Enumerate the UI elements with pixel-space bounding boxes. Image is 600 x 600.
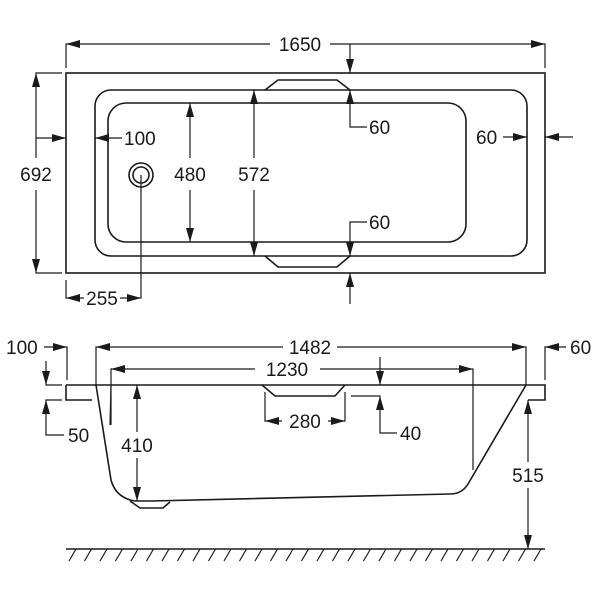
label-overall-width: 692 [20,165,52,186]
label-rim-bottom: 60 [369,213,390,234]
dim-bottom-length: 1230 [110,360,474,470]
dim-depth: 410 [121,385,153,501]
label-waste-offset: 255 [86,289,118,310]
label-rim-top: 60 [369,118,390,139]
label-armrest-width: 280 [289,412,321,433]
label-top-length: 1482 [289,338,331,359]
dim-rim-left: 100 [95,129,156,150]
plan-view: 1650 692 100 480 [20,35,573,310]
plan-basin-outline [107,102,467,243]
label-height: 515 [512,466,544,487]
dim-top-length: 1482 [95,338,527,385]
side-rim-top [66,384,546,401]
label-rim-right: 60 [476,128,497,149]
side-body-bottom [151,384,527,502]
plan-armrest-top [264,79,351,91]
label-inner-width: 480 [174,165,206,186]
dim-rim-right: 60 [476,128,573,149]
dim-rim-top: 60 [346,44,390,139]
side-body-left [95,384,152,502]
dim-rim-bottom: 60 [346,213,390,304]
dim-inner-width: 480 [174,103,206,242]
dim-armrest-width: 280 [264,392,346,433]
dim-lip-left: 50 [42,399,89,447]
dim-waste-offset: 255 [65,175,142,310]
side-armrest [261,384,346,397]
label-overall-length: 1650 [279,35,321,56]
dim-height: 515 [512,400,544,549]
label-rim-left: 100 [124,129,156,150]
label-depth: 410 [121,436,153,457]
dim-overall-length: 1650 [65,35,546,68]
label-outer-width: 572 [238,165,270,186]
side-foot [129,500,171,509]
plan-outer-outline [65,72,546,274]
floor-hatch [66,548,545,562]
plan-rim-outline [94,89,528,257]
label-rim-depth-right: 60 [570,338,591,359]
plan-armrest-bottom [264,255,351,268]
label-lip-left: 50 [68,426,89,447]
side-view: 100 50 1482 60 [6,338,591,562]
dim-rim-thickness-left: 100 [6,338,68,386]
label-armrest-depth: 40 [400,424,421,445]
dim-rim-depth-right: 60 [544,338,591,380]
dim-outer-width: 572 [238,90,270,256]
label-bottom-length: 1230 [266,360,308,381]
side-rim-left [65,385,92,401]
label-rim-thickness-left: 100 [6,338,38,359]
dim-armrest-depth: 40 [351,357,421,445]
dim-overall-width: 692 [20,72,62,274]
